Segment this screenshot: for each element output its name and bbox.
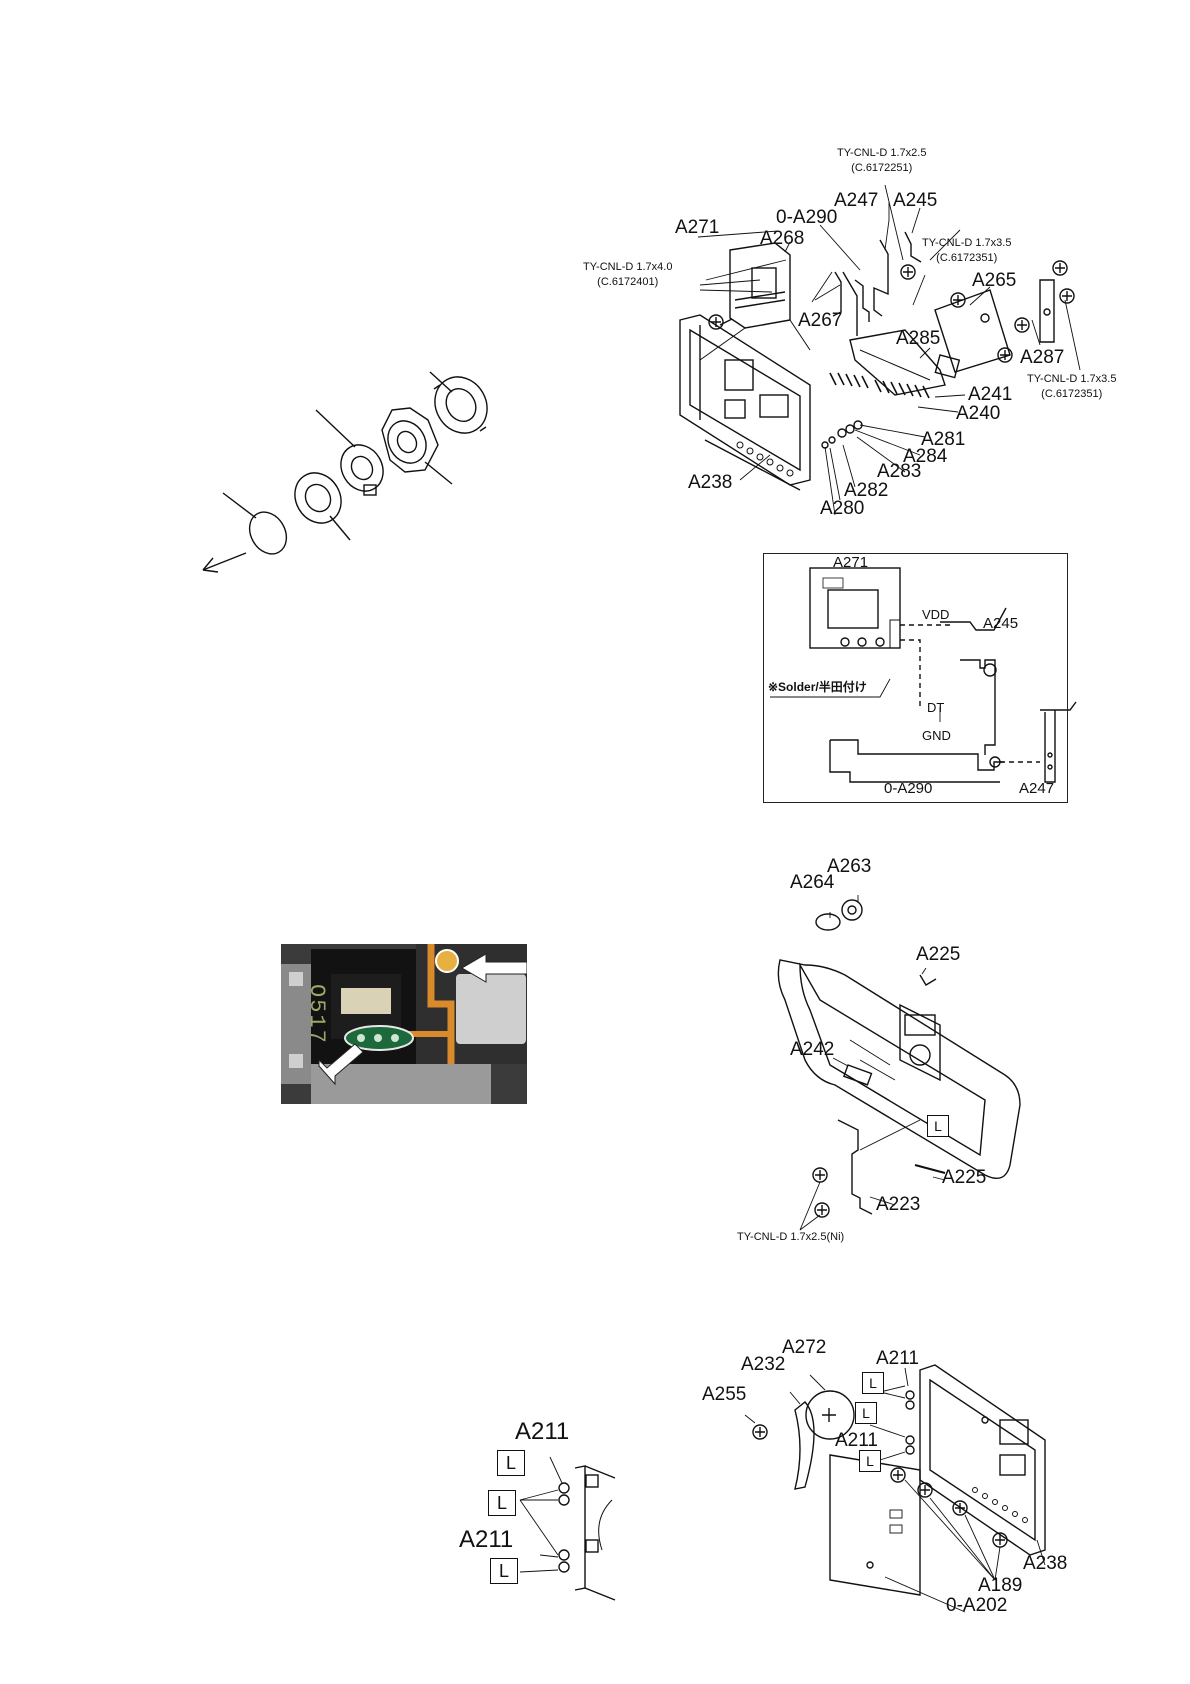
box-solder-note: ※Solder/半田付け bbox=[768, 680, 867, 694]
callout-0-a202: 0-A202 bbox=[946, 1595, 1008, 1616]
box-label-vdd: VDD bbox=[922, 607, 950, 622]
callout-a283: A283 bbox=[877, 461, 922, 482]
screw-spec-3-line1: TY-CNL-D 1.7x4.0 bbox=[583, 261, 673, 273]
box-title-a271: A271 bbox=[833, 554, 869, 571]
screw-spec-1: TY-CNL-D 1.7x2.5 (C.6172251) bbox=[837, 146, 926, 176]
callout-a240: A240 bbox=[956, 403, 1001, 424]
bottom-right-diagram bbox=[744, 1364, 1046, 1613]
middle-exploded-diagram bbox=[777, 895, 1021, 1231]
screw-spec-2-line1: TY-CNL-D 1.7x3.5 bbox=[922, 237, 1012, 249]
callout-a282: A282 bbox=[844, 480, 889, 501]
lock-label-mid: L bbox=[927, 1115, 949, 1137]
callout-a247: A247 bbox=[834, 190, 879, 211]
lock-label-bl-1: L bbox=[497, 1450, 525, 1476]
callout-a211-mid: A211 bbox=[835, 1430, 878, 1451]
callout-a287: A287 bbox=[1020, 347, 1065, 368]
top-exploded-diagram bbox=[679, 184, 1081, 516]
lens-ring-assembly bbox=[202, 371, 488, 573]
box-label-a245: A245 bbox=[983, 615, 1019, 632]
wiring-detail-frame bbox=[763, 553, 1068, 803]
lock-label-bl-3: L bbox=[490, 1558, 518, 1584]
screw-spec-2-line2: (C.6172351) bbox=[936, 252, 998, 264]
screw-spec-1-line2: (C.6172251) bbox=[851, 162, 913, 174]
board-photo: O517 bbox=[281, 944, 527, 1104]
screw-spec-4-line1: TY-CNL-D 1.7x3.5 bbox=[1027, 373, 1117, 385]
screw-spec-4-line2: (C.6172351) bbox=[1041, 388, 1103, 400]
screw-spec-4: TY-CNL-D 1.7x3.5 (C.6172351) bbox=[1027, 372, 1116, 402]
box-label-a247: A247 bbox=[1019, 780, 1055, 797]
lock-label-br-2: L bbox=[855, 1402, 877, 1424]
lock-label-br-1: L bbox=[862, 1372, 884, 1394]
callout-a211-top: A211 bbox=[876, 1348, 919, 1369]
board-marking: O517 bbox=[304, 984, 329, 1045]
bottom-left-detail bbox=[519, 1456, 616, 1601]
callout-a264: A264 bbox=[790, 872, 835, 893]
board-photo-art bbox=[281, 944, 527, 1104]
box-label-dt: DT bbox=[927, 700, 945, 715]
callout-a225-top: A225 bbox=[916, 944, 961, 965]
screw-spec-mid: TY-CNL-D 1.7x2.5(Ni) bbox=[737, 1231, 845, 1243]
callout-a225-bottom: A225 bbox=[942, 1167, 987, 1188]
callout-a267: A267 bbox=[798, 310, 843, 331]
callout-a232: A232 bbox=[741, 1354, 786, 1375]
callout-a280: A280 bbox=[820, 498, 865, 519]
callout-a265: A265 bbox=[972, 270, 1017, 291]
callout-a272: A272 bbox=[782, 1337, 827, 1358]
callout-0-a290: 0-A290 bbox=[776, 207, 838, 228]
callout-a211-upper: A211 bbox=[515, 1418, 570, 1445]
callout-a241: A241 bbox=[968, 384, 1013, 405]
wiring-detail-box bbox=[770, 567, 1077, 783]
callout-a271: A271 bbox=[675, 217, 720, 238]
callout-a284: A284 bbox=[903, 446, 948, 467]
callout-a255: A255 bbox=[702, 1384, 747, 1405]
callout-a281: A281 bbox=[921, 429, 966, 450]
box-label-gnd: GND bbox=[922, 728, 951, 743]
screw-spec-3: TY-CNL-D 1.7x4.0 (C.6172401) bbox=[583, 260, 672, 290]
box-label-0-a290: 0-A290 bbox=[884, 780, 933, 797]
screw-spec-2: TY-CNL-D 1.7x3.5 (C.6172351) bbox=[922, 236, 1011, 266]
screw-spec-1-line1: TY-CNL-D 1.7x2.5 bbox=[837, 147, 927, 159]
callout-a263: A263 bbox=[827, 856, 872, 877]
callout-a242: A242 bbox=[790, 1039, 835, 1060]
callout-a211-lower: A211 bbox=[459, 1526, 514, 1553]
callout-a223: A223 bbox=[876, 1194, 921, 1215]
callout-a238-br: A238 bbox=[1023, 1553, 1068, 1574]
callout-a238: A238 bbox=[688, 472, 733, 493]
callout-a268: A268 bbox=[760, 228, 805, 249]
screw-spec-3-line2: (C.6172401) bbox=[597, 276, 659, 288]
callout-a285: A285 bbox=[896, 328, 941, 349]
lock-label-bl-2: L bbox=[488, 1490, 516, 1516]
callout-a245: A245 bbox=[893, 190, 938, 211]
lock-label-br-3: L bbox=[859, 1450, 881, 1472]
callout-a189: A189 bbox=[978, 1575, 1023, 1596]
